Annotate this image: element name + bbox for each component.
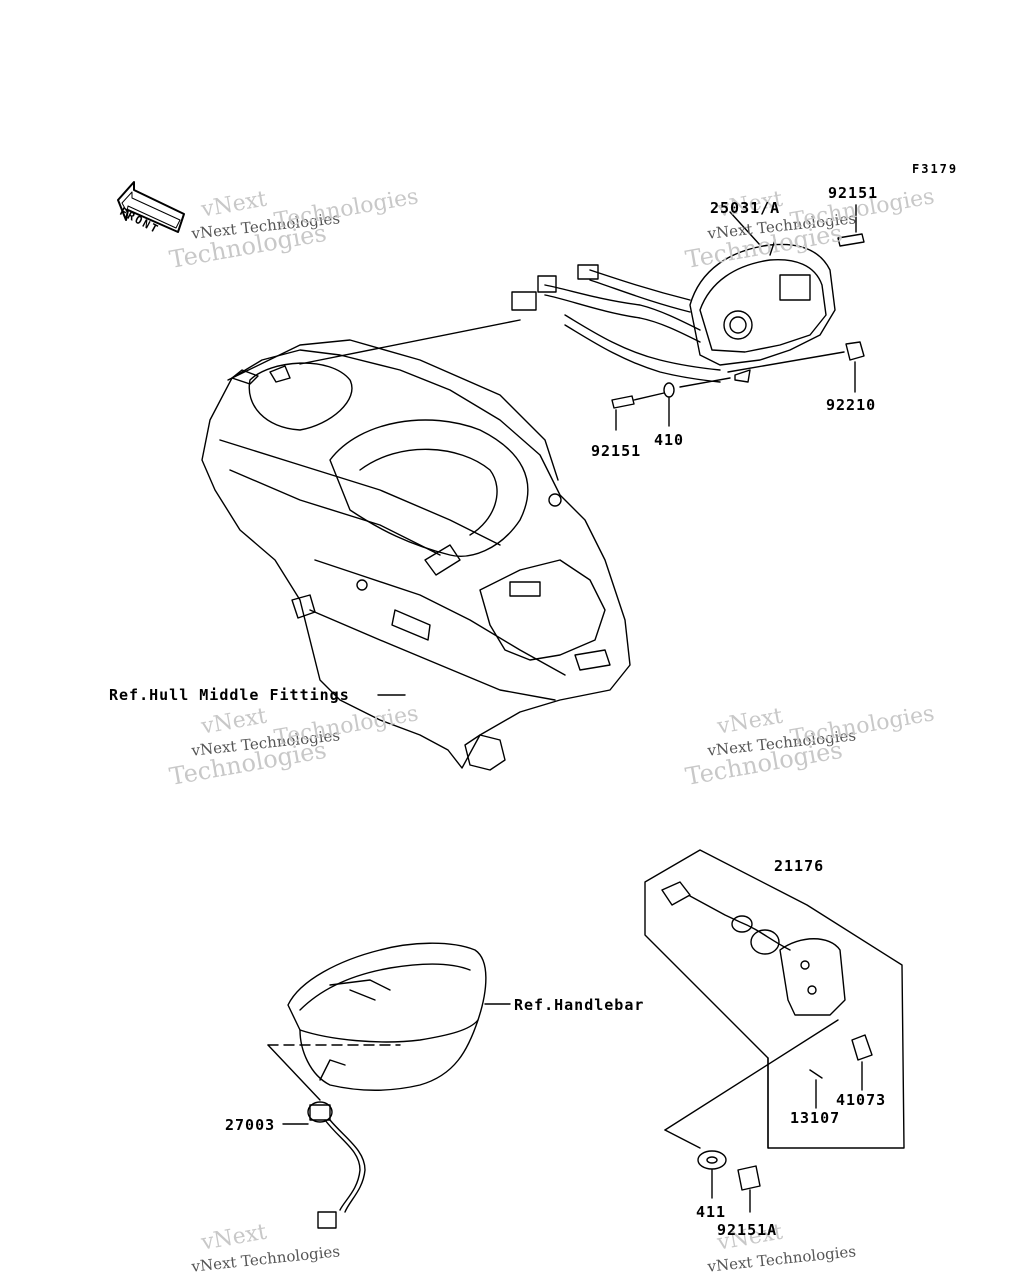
part-label-92151-left: 92151 [591,442,642,460]
part-label-92151-top: 92151 [828,184,879,202]
screw-92151A-icon [737,1165,761,1213]
part-label-25031: 25031/A [710,199,781,217]
ref-hull-label: Ref.Hull Middle Fittings [109,686,350,704]
part-label-92210: 92210 [826,396,877,414]
part-label-21176: 21176 [774,857,825,875]
ref-handlebar-label: Ref.Handlebar [514,996,645,1014]
part-label-13107: 13107 [790,1109,841,1127]
buzzer-27003-icon [282,1101,366,1229]
figure-code: F3179 [912,162,959,176]
washer-411-icon [697,1150,727,1199]
part-label-27003: 27003 [225,1116,276,1134]
hull-middle-fitting [201,339,631,771]
screw-92151-left-icon [611,392,665,431]
switch-assembly-21176 [644,849,905,1149]
part-label-411: 411 [696,1203,727,1221]
part-label-92151A: 92151A [717,1221,778,1239]
washer-410-icon [663,377,731,427]
part-label-410: 410 [654,431,685,449]
meter-harness [511,264,721,383]
part-label-41073: 41073 [836,1091,887,1109]
meter-unit [689,239,836,383]
handlebar-cover [267,942,511,1101]
leader-25031 [729,211,761,246]
front-arrow-icon [117,181,185,233]
leader-meter-hull [299,319,521,365]
nut-92210-icon [727,341,865,393]
screw-92151-top-icon [837,204,865,247]
